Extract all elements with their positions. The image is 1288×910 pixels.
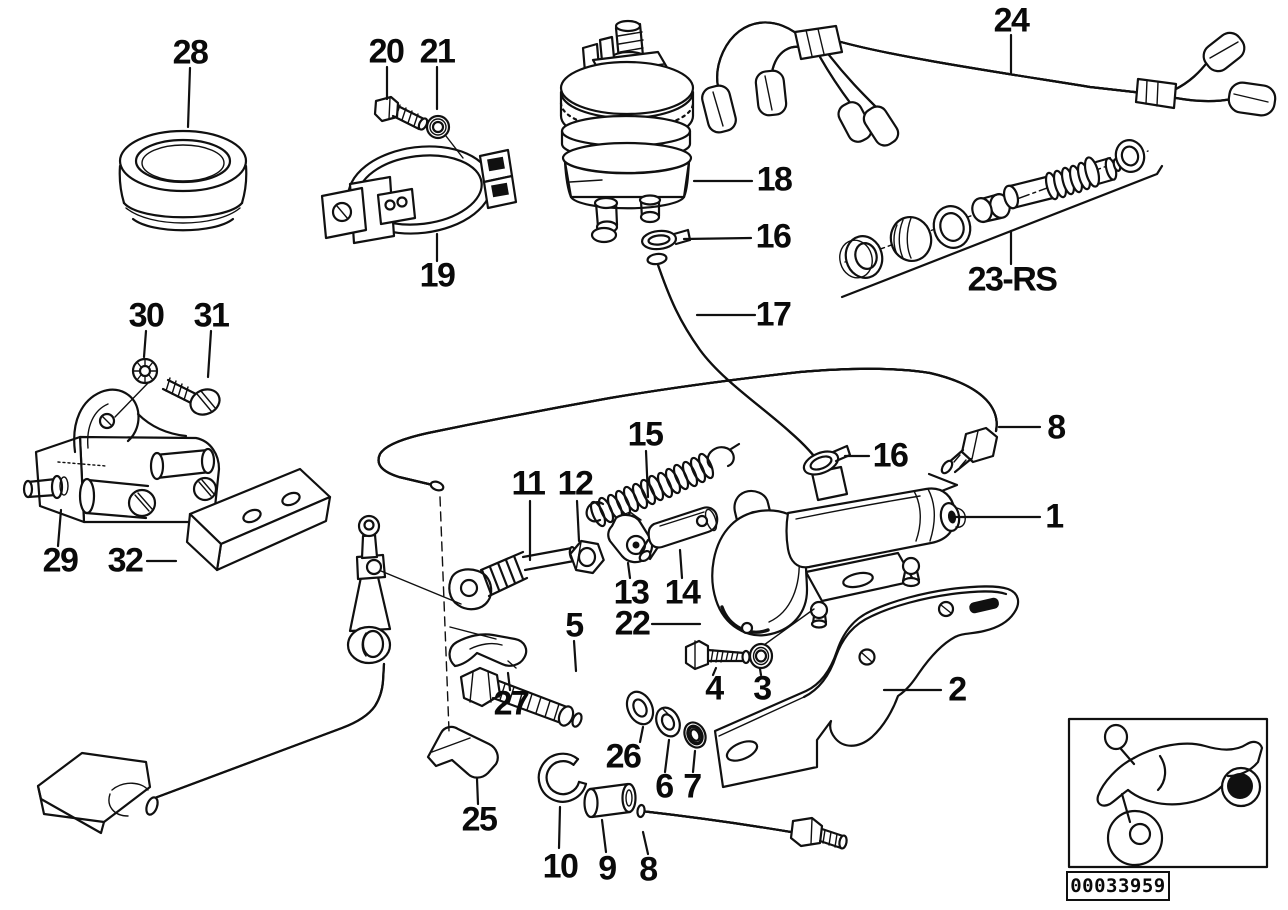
return-spring-15 bbox=[585, 442, 741, 528]
brake-rod-8-lower bbox=[636, 803, 848, 850]
slider-14 bbox=[638, 506, 719, 563]
hose-clamp-16-lower bbox=[802, 444, 852, 476]
hose-clamp-16-upper bbox=[640, 228, 692, 251]
rubber-buffer-32 bbox=[185, 467, 332, 572]
brake-pipe-8 bbox=[377, 367, 999, 498]
diagram-id-box: 00033959 bbox=[1066, 871, 1170, 901]
rear-section-highlight-dot bbox=[1227, 773, 1253, 799]
bolt-20 bbox=[373, 95, 429, 131]
adjusting-nut-12 bbox=[569, 539, 605, 575]
master-cylinder-1 bbox=[711, 465, 966, 637]
bolt-31 bbox=[161, 377, 221, 416]
washer-21 bbox=[425, 114, 464, 159]
star-washer-30 bbox=[131, 357, 159, 385]
circlip-10 bbox=[537, 752, 588, 803]
bolt-5 bbox=[459, 666, 583, 728]
bolt-4-washer-3 bbox=[684, 608, 815, 671]
diagram-id-text: 00033959 bbox=[1070, 875, 1166, 897]
mounting-bracket-2 bbox=[713, 551, 1020, 789]
repair-kit-23rs bbox=[839, 139, 1164, 299]
motorcycle-icon bbox=[1096, 723, 1264, 867]
bracket-29 bbox=[22, 388, 221, 524]
sleeve-9 bbox=[583, 782, 637, 819]
grommet-28 bbox=[118, 129, 248, 232]
washer-26 bbox=[625, 690, 655, 726]
leader-lines bbox=[56, 33, 1042, 856]
pipe-clip-25 bbox=[426, 725, 499, 779]
fluid-reservoir-18 bbox=[559, 19, 695, 244]
wiring-harness-24 bbox=[701, 21, 1277, 147]
pedal-link-lever bbox=[346, 514, 392, 665]
thumbnail-box bbox=[1067, 717, 1269, 869]
washer-6 bbox=[655, 706, 681, 738]
clevis-pushrod-11 bbox=[448, 545, 578, 611]
hose-17 bbox=[646, 252, 824, 469]
clamp-19 bbox=[320, 145, 518, 245]
brake-pedal bbox=[36, 662, 386, 835]
pipe-clip-27 bbox=[448, 633, 528, 669]
washer-7 bbox=[683, 721, 707, 749]
